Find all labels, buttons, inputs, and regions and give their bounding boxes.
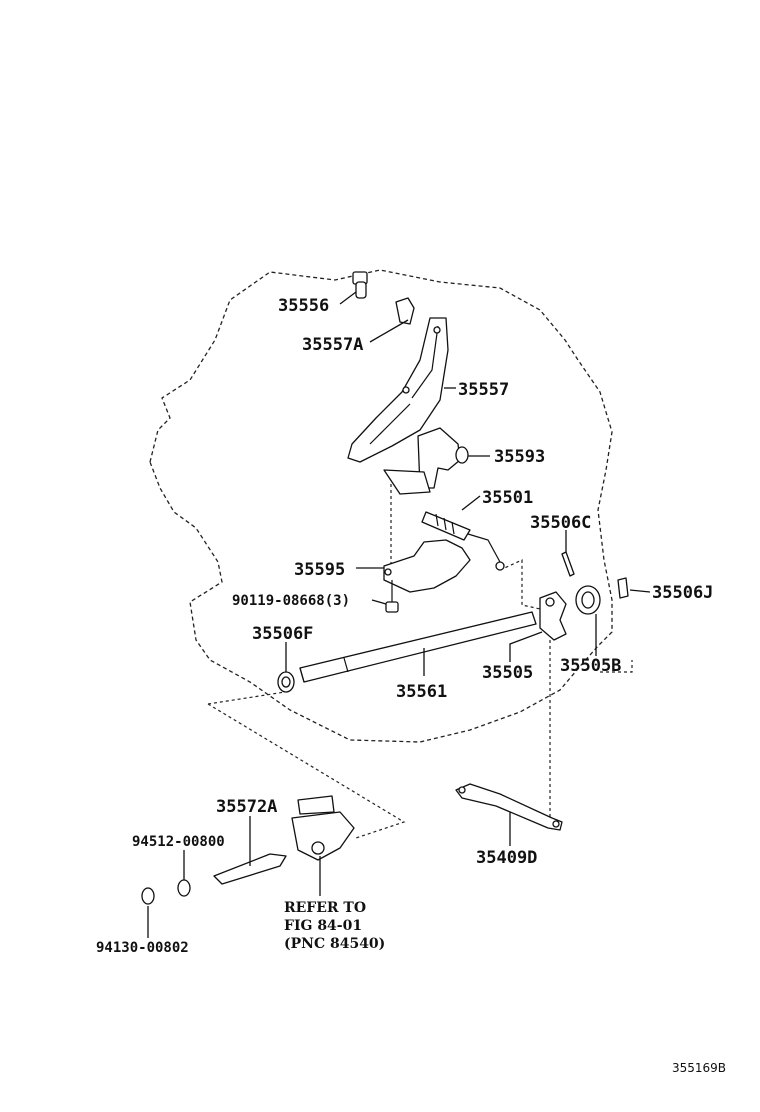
label-35572A: 35572A	[216, 797, 277, 817]
label-35595: 35595	[294, 560, 345, 580]
part-90119-bolt	[385, 580, 399, 613]
part-35506F-seal	[277, 671, 295, 693]
part-35556-bolt	[352, 271, 368, 299]
part-94512-washer	[177, 879, 191, 897]
guide-line-switch	[207, 691, 406, 839]
label-35506J: 35506J	[652, 583, 713, 603]
leader-35501	[461, 495, 481, 511]
label-35501: 35501	[482, 488, 533, 508]
leader-35506J	[629, 589, 651, 593]
refer-note-line-1: REFER TO	[284, 900, 366, 916]
label-35557: 35557	[458, 380, 509, 400]
part-35595-plate	[383, 539, 471, 593]
part-35506C-pin	[561, 551, 575, 577]
label-35505: 35505	[482, 663, 533, 683]
refer-note-line-3: (PNC 84540)	[284, 936, 385, 952]
label-35557A: 35557A	[302, 335, 363, 355]
part-35409D-lever	[455, 783, 563, 831]
leader-35505	[509, 631, 543, 662]
label-35506C: 35506C	[530, 513, 591, 533]
leader-35557A	[369, 319, 409, 343]
part-35506J-clip	[617, 577, 629, 599]
label-35505B: 35505B	[560, 656, 621, 676]
part-35572A-switch	[213, 795, 355, 885]
label-35561: 35561	[396, 682, 447, 702]
leader-90119	[371, 599, 387, 605]
label-94512: 94512-00800	[132, 834, 225, 850]
guide-line-lower	[600, 660, 633, 673]
leader-35556	[339, 291, 357, 305]
label-35506F: 35506F	[252, 624, 313, 644]
label-35556: 35556	[278, 296, 329, 316]
part-35505B-bushing	[575, 585, 601, 615]
part-35557A-clip	[395, 297, 415, 325]
label-94130: 94130-00802	[96, 940, 189, 956]
part-94130-nut	[141, 887, 155, 905]
refer-note-line-2: FIG 84-01	[284, 918, 362, 934]
part-35593	[383, 427, 469, 495]
part-35561-shaft	[299, 611, 537, 683]
transmission-case-outline	[149, 269, 613, 743]
part-35501-rod	[421, 511, 505, 571]
guide-line-shaft	[499, 559, 546, 611]
label-35593: 35593	[494, 447, 545, 467]
part-35505-lever	[539, 591, 567, 641]
label-90119: 90119-08668(3)	[232, 593, 350, 609]
label-35409D: 35409D	[476, 848, 537, 868]
figure-code: 355169B	[672, 1061, 726, 1075]
part-35557-bracket	[347, 317, 449, 463]
